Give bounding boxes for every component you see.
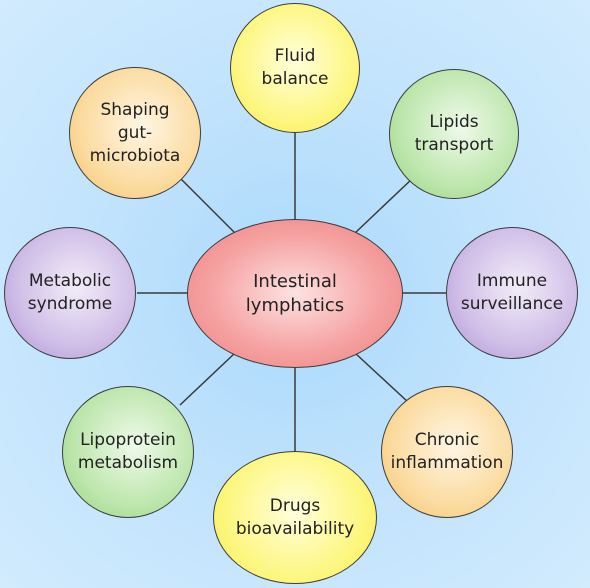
node-metabolic-syndrome-label: Metabolic syndrome (27, 271, 113, 314)
node-metabolic-syndrome: Metabolic syndrome (4, 227, 136, 359)
node-lipids-transport: Lipids transport (389, 69, 519, 199)
center-node-label: Intestinal lymphatics (245, 270, 345, 316)
node-drugs-bioavailability-label: Drugs bioavailability (235, 495, 355, 539)
node-fluid-balance: Fluid balance (230, 3, 360, 133)
connector-lipids-transport (354, 177, 414, 234)
node-fluid-balance-label: Fluid balance (261, 46, 329, 89)
node-immune-surveillance: Immune surveillance (446, 227, 578, 359)
connector-shaping-gut-microbiota (179, 177, 236, 234)
node-immune-surveillance-label: Immune surveillance (460, 271, 564, 314)
node-chronic-inflammation-label: Chronic inflammation (390, 430, 504, 473)
node-lipids-transport-label: Lipids transport (414, 112, 494, 155)
node-chronic-inflammation: Chronic inflammation (381, 386, 513, 518)
node-shaping-gut-microbiota: Shaping gut- microbiota (69, 67, 201, 199)
connector-lipoprotein-metabolism (179, 352, 236, 406)
node-lipoprotein-metabolism: Lipoprotein metabolism (62, 386, 194, 518)
connector-chronic-inflammation (354, 352, 409, 403)
node-drugs-bioavailability: Drugs bioavailability (213, 451, 377, 584)
center-node-intestinal-lymphatics: Intestinal lymphatics (187, 219, 403, 368)
node-shaping-gut-microbiota-label: Shaping gut- microbiota (89, 99, 181, 166)
node-lipoprotein-metabolism-label: Lipoprotein metabolism (77, 430, 179, 473)
